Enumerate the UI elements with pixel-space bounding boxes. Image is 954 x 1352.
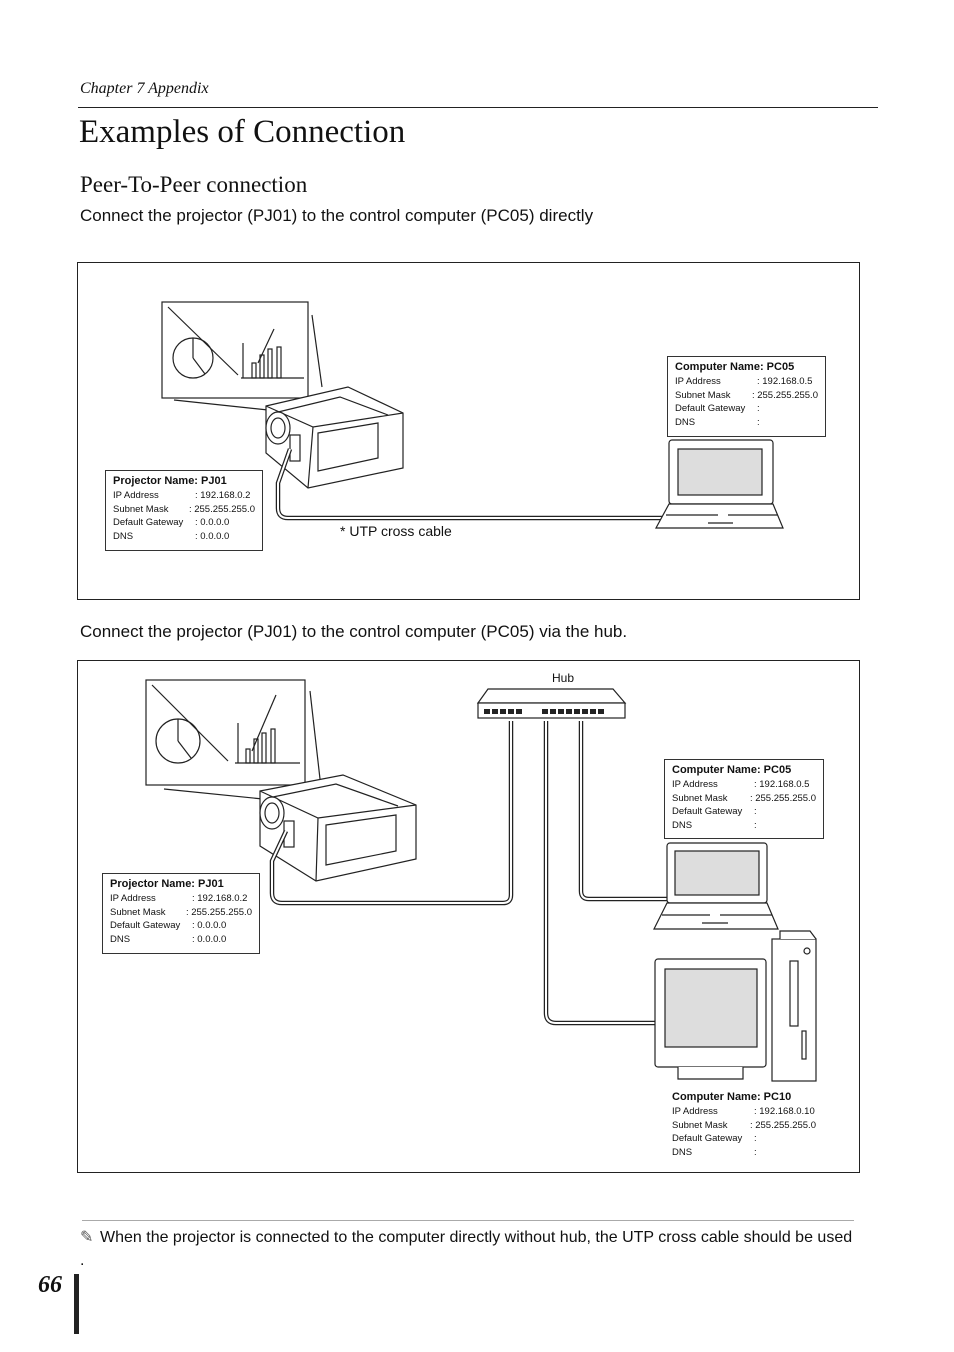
dns-label: DNS: [113, 530, 134, 542]
desktop-computer-icon: [654, 930, 817, 1082]
cable-label: * UTP cross cable: [340, 523, 452, 539]
ip-value: : 192.168.0.2: [192, 893, 248, 904]
header-rule: [78, 107, 878, 108]
computer-name: Computer Name: PC05: [675, 361, 795, 373]
subnet-label: Subnet Mask: [672, 792, 728, 804]
dns-value: :: [757, 416, 760, 428]
diagram-hub-connection: Hub Projector Name: PJ01 IP Address : 192…: [77, 660, 860, 1173]
diagram-direct-connection: * UTP cross cable Projector Name: PJ01 I…: [77, 262, 860, 600]
ip-value: : 192.168.0.2: [195, 490, 251, 501]
computer-name: Computer Name: PC10: [672, 1091, 792, 1103]
page-number-bar: [74, 1274, 79, 1334]
subnet-value: : 255.255.255.0: [749, 792, 816, 804]
laptop-icon: [653, 842, 779, 930]
subnet-value: : 255.255.255.0: [749, 1119, 816, 1131]
section-description-hub: Connect the projector (PJ01) to the cont…: [80, 622, 628, 641]
subnet-label: Subnet Mask: [675, 389, 731, 401]
gateway-value: : 0.0.0.0: [192, 920, 227, 931]
pencil-icon: ✎: [80, 1229, 94, 1246]
projection-screen-icon: [145, 679, 306, 786]
subnet-value: : 255.255.255.0: [188, 503, 255, 515]
dns-label: DNS: [672, 1146, 693, 1158]
network-cables: [269, 721, 668, 1026]
ip-label: IP Address: [113, 490, 159, 501]
hub-icon: [476, 688, 627, 719]
gateway-value: :: [754, 806, 757, 817]
subnet-value: : 255.255.255.0: [751, 389, 818, 401]
dns-label: DNS: [672, 819, 693, 831]
computer-info-box: Computer Name: PC05 IP Address : 192.168.…: [667, 356, 826, 437]
note-rule: [82, 1220, 854, 1221]
dns-label: DNS: [110, 933, 131, 945]
projector-info-box: Projector Name: PJ01 IP Address : 192.168…: [102, 873, 260, 954]
gateway-value: : 0.0.0.0: [195, 517, 230, 528]
laptop-icon: [654, 439, 784, 529]
gateway-label: Default Gateway: [110, 920, 181, 931]
gateway-label: Default Gateway: [113, 517, 184, 528]
projection-screen-icon: [161, 301, 309, 399]
chapter-label: Chapter 7 Appendix: [80, 80, 209, 97]
computer-pc05-info-box: Computer Name: PC05 IP Address : 192.168.…: [664, 759, 824, 839]
ip-value: : 192.168.0.10: [754, 1106, 815, 1117]
gateway-value: :: [757, 403, 760, 414]
projector-icon: [265, 386, 404, 489]
dns-value: : 0.0.0.0: [192, 933, 227, 945]
ip-label: IP Address: [672, 1106, 718, 1117]
computer-pc10-info-box: Computer Name: PC10 IP Address : 192.168.…: [664, 1086, 824, 1166]
projector-name: Projector Name: PJ01: [113, 475, 227, 487]
gateway-value: :: [754, 1133, 757, 1144]
projector-info-box: Projector Name: PJ01 IP Address : 192.168…: [105, 470, 263, 551]
section-description-direct: Connect the projector (PJ01) to the cont…: [80, 206, 594, 225]
gateway-label: Default Gateway: [672, 1133, 743, 1144]
ip-value: : 192.168.0.5: [757, 376, 813, 387]
gateway-label: Default Gateway: [675, 403, 746, 414]
ip-label: IP Address: [675, 376, 721, 387]
subnet-label: Subnet Mask: [113, 503, 169, 515]
page-title: Examples of Connection: [79, 114, 406, 150]
subnet-label: Subnet Mask: [672, 1119, 728, 1131]
projector-name: Projector Name: PJ01: [110, 878, 224, 890]
ip-label: IP Address: [110, 893, 156, 904]
ip-label: IP Address: [672, 779, 718, 790]
computer-name: Computer Name: PC05: [672, 764, 792, 776]
gateway-label: Default Gateway: [672, 806, 743, 817]
dns-value: : 0.0.0.0: [195, 530, 230, 542]
subnet-value: : 255.255.255.0: [185, 906, 252, 918]
section-heading: Peer-To-Peer connection: [80, 172, 308, 197]
projector-icon: [259, 774, 417, 882]
ip-value: : 192.168.0.5: [754, 779, 810, 790]
page-number: 66: [38, 1272, 62, 1298]
dns-value: :: [754, 819, 757, 831]
subnet-label: Subnet Mask: [110, 906, 166, 918]
dns-label: DNS: [675, 416, 696, 428]
note-text: When the projector is connected to the c…: [80, 1229, 853, 1269]
hub-label: Hub: [552, 671, 575, 685]
dns-value: :: [754, 1146, 757, 1158]
note: ✎When the projector is connected to the …: [80, 1226, 858, 1272]
